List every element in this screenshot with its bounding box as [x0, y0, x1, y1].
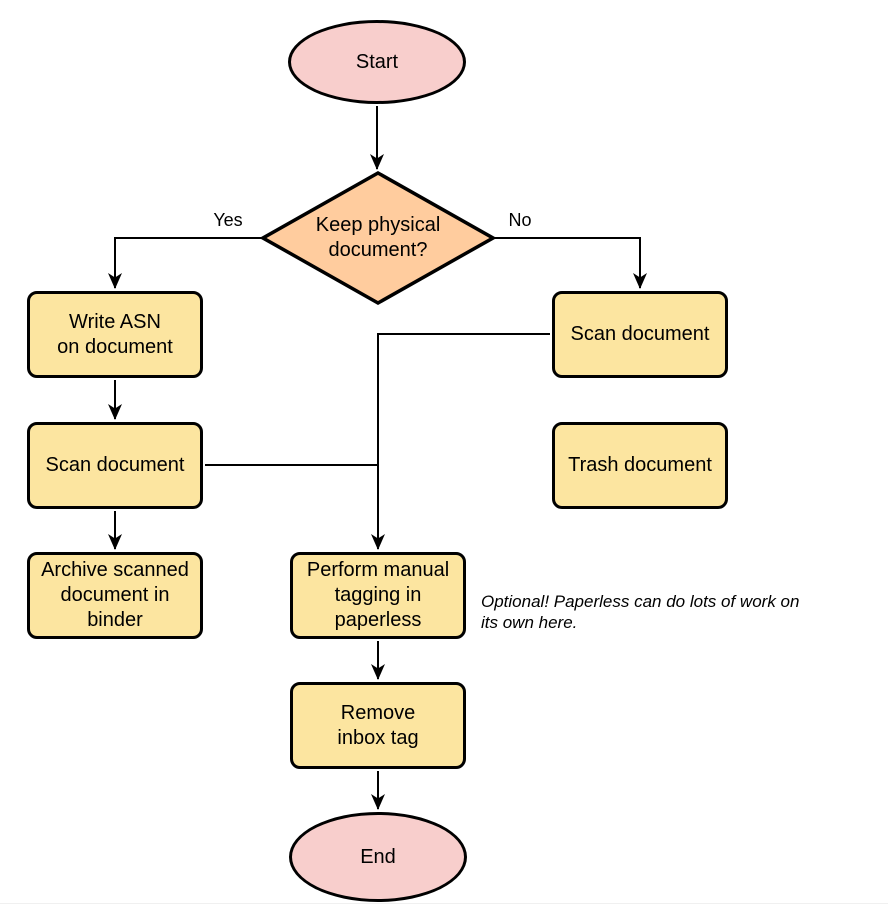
annotation-note: Optional! Paperless can do lots of work … — [481, 592, 800, 632]
edge-decision-to-scan-right — [495, 237, 647, 289]
edge-label-yes: Yes — [213, 210, 243, 230]
decision-node-label: Keep physical document? — [315, 214, 441, 261]
manual-tagging-node: Perform manual tagging in paperless — [290, 552, 466, 639]
remove-inbox-tag-node: Remove inbox tag — [290, 682, 466, 769]
edge-label-no: No — [508, 210, 532, 230]
scan-document-left-node: Scan document — [27, 422, 203, 509]
scan-document-right-node-label: Scan document — [570, 323, 710, 345]
scan-document-left-node-label: Scan document — [45, 454, 185, 476]
start-node: Start — [288, 20, 466, 104]
edge-decision-to-write-asn — [108, 237, 261, 289]
edge-scan-right-to-tagging — [371, 333, 550, 550]
scan-document-right-node: Scan document — [552, 291, 728, 378]
bottom-divider — [0, 903, 888, 904]
archive-node-label: Archive scanned document in binder — [41, 559, 189, 631]
end-node-label: End — [360, 845, 396, 868]
write-asn-node-label: Write ASN on document — [57, 310, 173, 358]
archive-node: Archive scanned document in binder — [27, 552, 203, 639]
write-asn-node: Write ASN on document — [27, 291, 203, 378]
trash-document-node: Trash document — [552, 422, 728, 509]
trash-document-node-label: Trash document — [568, 454, 712, 476]
decision-node: Keep physical document? — [259, 170, 497, 306]
end-node: End — [289, 812, 467, 902]
start-node-label: Start — [355, 50, 399, 73]
manual-tagging-node-label: Perform manual tagging in paperless — [306, 559, 450, 631]
decision-diamond-shape — [259, 170, 497, 306]
remove-inbox-tag-node-label: Remove inbox tag — [337, 701, 419, 749]
